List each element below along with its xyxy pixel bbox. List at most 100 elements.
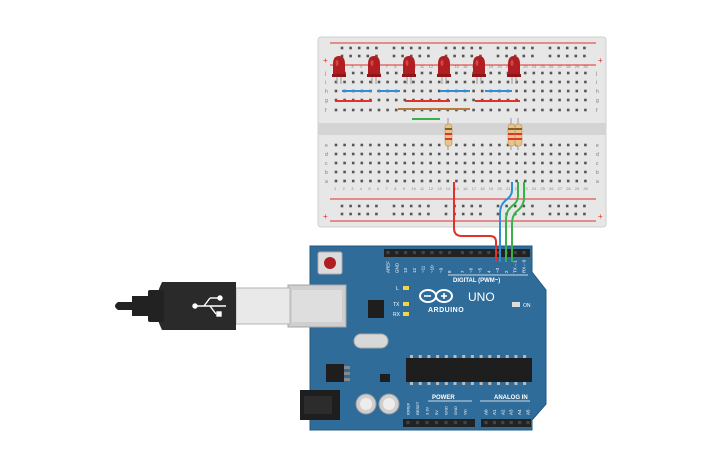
breadboard-hole[interactable] — [584, 161, 587, 165]
rail-hole[interactable] — [375, 204, 378, 208]
breadboard-hole[interactable] — [334, 143, 338, 147]
rail-hole[interactable] — [557, 212, 560, 216]
rail-hole[interactable] — [461, 54, 465, 58]
breadboard-hole[interactable] — [549, 71, 553, 75]
breadboard-hole[interactable] — [584, 71, 587, 75]
breadboard-hole[interactable] — [480, 152, 484, 156]
breadboard-hole[interactable] — [575, 161, 579, 165]
breadboard-hole[interactable] — [420, 80, 424, 84]
breadboard-hole[interactable] — [463, 143, 467, 147]
rail-hole[interactable] — [522, 204, 526, 208]
breadboard-hole[interactable] — [403, 152, 407, 156]
header-pin[interactable] — [453, 421, 458, 425]
breadboard-hole[interactable] — [369, 179, 372, 183]
rail-hole[interactable] — [349, 54, 352, 58]
breadboard-hole[interactable] — [515, 179, 518, 183]
breadboard-hole[interactable] — [575, 170, 579, 174]
rail-hole[interactable] — [505, 46, 508, 50]
breadboard-hole[interactable] — [523, 98, 527, 102]
rail-hole[interactable] — [357, 212, 361, 216]
led[interactable] — [472, 56, 486, 84]
breadboard-hole[interactable] — [334, 108, 338, 112]
rail-hole[interactable] — [583, 54, 586, 58]
breadboard-hole[interactable] — [446, 179, 450, 183]
header-pin[interactable] — [448, 251, 452, 255]
breadboard-hole[interactable] — [584, 89, 587, 93]
rail-hole[interactable] — [479, 212, 482, 216]
header-pin[interactable] — [404, 251, 408, 255]
breadboard-hole[interactable] — [566, 108, 570, 112]
breadboard-hole[interactable] — [541, 89, 544, 93]
rail-hole[interactable] — [392, 54, 396, 58]
rail-hole[interactable] — [418, 204, 422, 208]
breadboard-hole[interactable] — [566, 170, 570, 174]
rail-hole[interactable] — [479, 204, 482, 208]
rail-hole[interactable] — [565, 54, 569, 58]
breadboard-hole[interactable] — [420, 179, 424, 183]
breadboard-hole[interactable] — [403, 179, 407, 183]
breadboard-hole[interactable] — [343, 108, 346, 112]
breadboard-hole[interactable] — [558, 80, 561, 84]
breadboard-hole[interactable] — [386, 98, 389, 102]
rail-hole[interactable] — [496, 204, 500, 208]
breadboard-hole[interactable] — [334, 161, 338, 165]
breadboard-hole[interactable] — [480, 143, 484, 147]
rail-hole[interactable] — [366, 204, 370, 208]
header-pin[interactable] — [478, 251, 482, 255]
breadboard-hole[interactable] — [549, 152, 553, 156]
rail-hole[interactable] — [531, 46, 534, 50]
breadboard-hole[interactable] — [437, 170, 441, 174]
breadboard-hole[interactable] — [437, 143, 441, 147]
rail-hole[interactable] — [548, 204, 552, 208]
breadboard-hole[interactable] — [446, 161, 450, 165]
breadboard-hole[interactable] — [343, 143, 346, 147]
rail-hole[interactable] — [479, 46, 482, 50]
breadboard-hole[interactable] — [532, 89, 536, 93]
breadboard-hole[interactable] — [463, 80, 467, 84]
breadboard-hole[interactable] — [575, 143, 579, 147]
breadboard-hole[interactable] — [343, 179, 346, 183]
breadboard-hole[interactable] — [489, 170, 493, 174]
breadboard-hole[interactable] — [558, 71, 561, 75]
led[interactable] — [437, 56, 451, 84]
breadboard-hole[interactable] — [532, 161, 536, 165]
rail-hole[interactable] — [427, 204, 430, 208]
header-pin[interactable] — [463, 421, 467, 425]
breadboard-hole[interactable] — [386, 71, 389, 75]
breadboard-hole[interactable] — [377, 98, 381, 102]
breadboard-hole[interactable] — [523, 170, 527, 174]
breadboard-hole[interactable] — [489, 143, 493, 147]
breadboard-hole[interactable] — [584, 108, 587, 112]
header-pin[interactable] — [444, 421, 448, 425]
breadboard-hole[interactable] — [558, 179, 561, 183]
breadboard-hole[interactable] — [472, 161, 475, 165]
rail-hole[interactable] — [557, 54, 560, 58]
breadboard-hole[interactable] — [575, 98, 579, 102]
breadboard-hole[interactable] — [523, 161, 527, 165]
breadboard-hole[interactable] — [489, 80, 493, 84]
rail-hole[interactable] — [496, 212, 500, 216]
rail-hole[interactable] — [427, 212, 430, 216]
rail-hole[interactable] — [565, 212, 569, 216]
rail-hole[interactable] — [548, 54, 552, 58]
rail-hole[interactable] — [505, 204, 508, 208]
rail-hole[interactable] — [470, 204, 474, 208]
rail-hole[interactable] — [557, 204, 560, 208]
breadboard-hole[interactable] — [420, 89, 424, 93]
header-pin[interactable] — [386, 251, 390, 255]
rail-hole[interactable] — [340, 54, 344, 58]
rail-hole[interactable] — [574, 204, 578, 208]
breadboard-hole[interactable] — [541, 108, 544, 112]
rail-hole[interactable] — [366, 212, 370, 216]
breadboard-hole[interactable] — [472, 170, 475, 174]
rail-hole[interactable] — [357, 54, 361, 58]
header-pin[interactable] — [526, 421, 530, 425]
rail-hole[interactable] — [461, 212, 465, 216]
breadboard-hole[interactable] — [437, 89, 441, 93]
rail-hole[interactable] — [444, 204, 448, 208]
breadboard-hole[interactable] — [420, 71, 424, 75]
rail-hole[interactable] — [522, 212, 526, 216]
breadboard-hole[interactable] — [558, 89, 561, 93]
breadboard-hole[interactable] — [575, 152, 579, 156]
rail-hole[interactable] — [409, 212, 413, 216]
